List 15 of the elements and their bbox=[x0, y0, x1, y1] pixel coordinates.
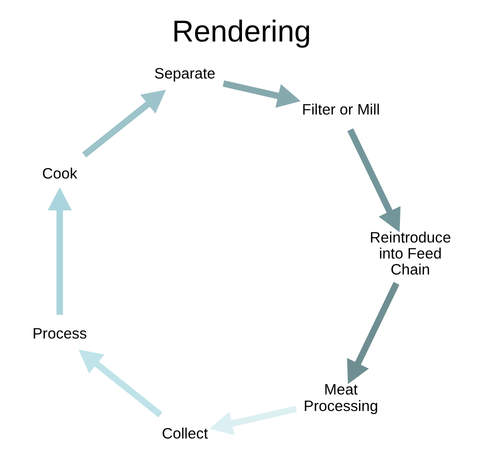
node-text: Cook bbox=[42, 164, 78, 182]
arrow bbox=[82, 89, 166, 157]
diagram-title: Rendering bbox=[172, 15, 312, 48]
arrow bbox=[48, 186, 72, 314]
node-text: Filter or Mill bbox=[302, 100, 380, 118]
arrow bbox=[222, 80, 301, 108]
arrow bbox=[209, 405, 297, 435]
arrow bbox=[78, 349, 162, 417]
arrow bbox=[347, 281, 400, 384]
node-text: Process bbox=[32, 325, 87, 342]
node-text: Reintroduce into Feed Chain bbox=[370, 228, 451, 278]
node-text: Separate bbox=[154, 65, 216, 82]
node-text: Collect bbox=[162, 424, 208, 442]
arrow bbox=[347, 128, 401, 232]
node-text: Meat Processing bbox=[304, 381, 378, 414]
